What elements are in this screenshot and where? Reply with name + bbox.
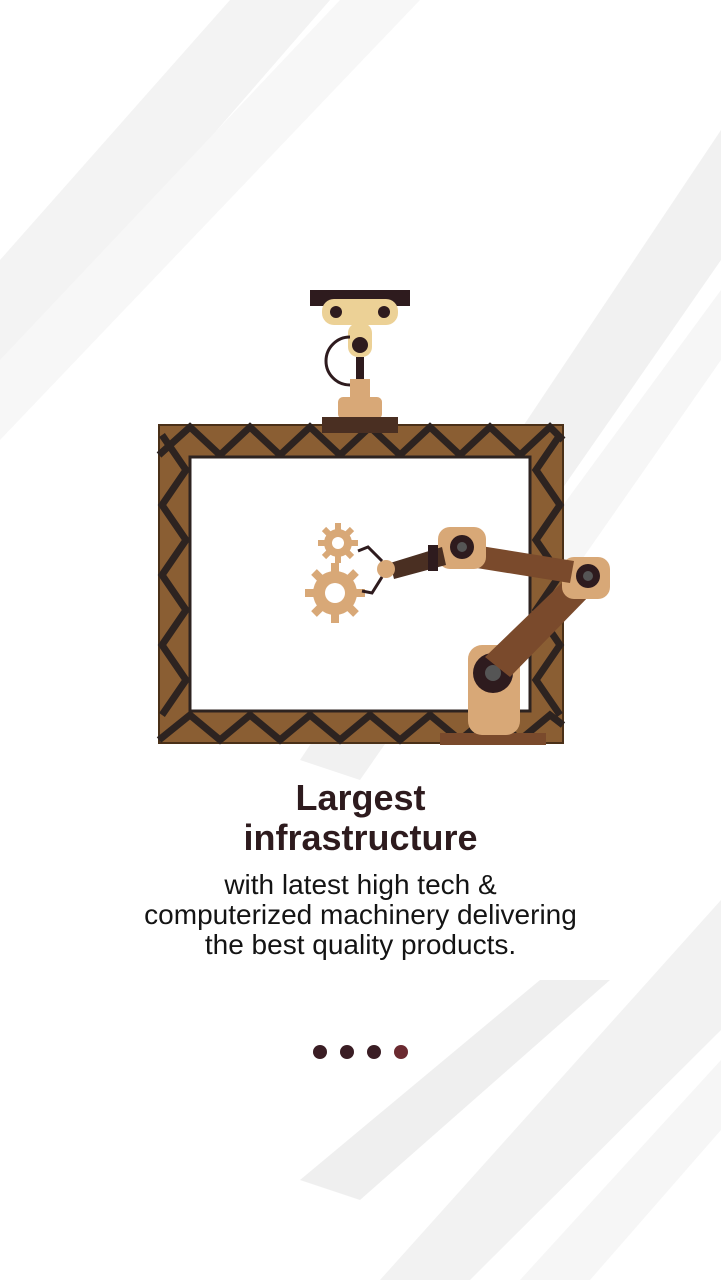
page-indicator bbox=[0, 1045, 721, 1059]
slide-headline: Largest infrastructure bbox=[0, 778, 721, 858]
page-dot-3[interactable] bbox=[367, 1045, 381, 1059]
gear-icons bbox=[305, 523, 365, 623]
robotic-arm-frame-illustration bbox=[156, 290, 610, 745]
headline-line-1: Largest bbox=[295, 777, 426, 818]
description-line-1: with latest high tech & bbox=[224, 869, 497, 900]
page-dot-1[interactable] bbox=[313, 1045, 327, 1059]
ceiling-mount bbox=[310, 290, 410, 433]
headline-line-2: infrastructure bbox=[243, 817, 478, 858]
description-line-2: computerized machinery delivering bbox=[144, 899, 577, 930]
robot-arm bbox=[357, 527, 610, 745]
page-dot-4-active[interactable] bbox=[394, 1045, 408, 1059]
slide-description: with latest high tech & computerized mac… bbox=[0, 870, 721, 960]
description-line-3: the best quality products. bbox=[204, 929, 517, 960]
page-dot-2[interactable] bbox=[340, 1045, 354, 1059]
